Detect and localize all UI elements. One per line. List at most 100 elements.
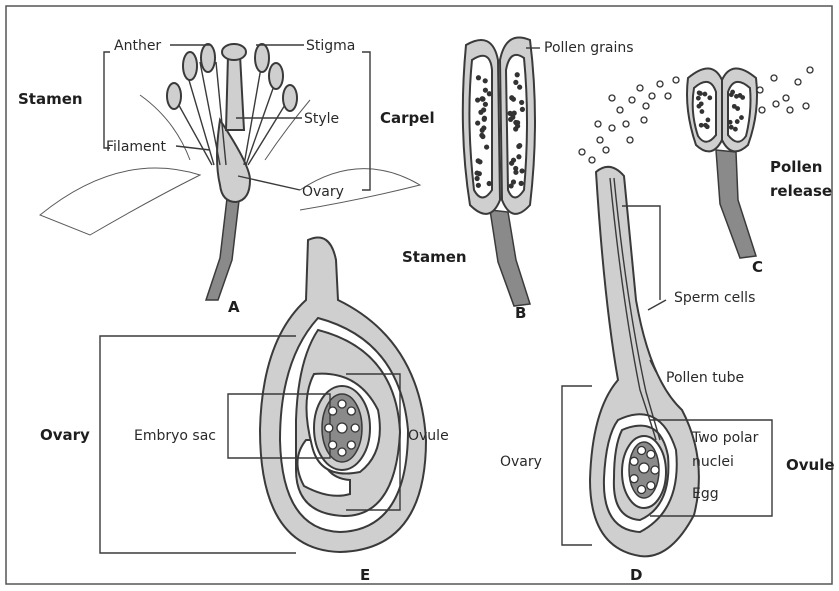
released-pollen-grain xyxy=(609,125,615,131)
embryo-sac-nuclei-e xyxy=(325,400,359,456)
label-ovule-e: Ovule xyxy=(408,428,449,444)
nucleus xyxy=(647,482,655,490)
pollen-grain xyxy=(478,110,483,115)
pollen-grain xyxy=(513,80,518,85)
pollen-grain xyxy=(699,101,704,106)
polar-nuclei xyxy=(639,463,649,473)
pollen-grain xyxy=(697,90,702,95)
pollen-grain xyxy=(483,88,488,93)
pollen-grain xyxy=(735,119,740,124)
label-stamen-b: Stamen xyxy=(402,248,467,266)
label-style: Style xyxy=(304,111,339,127)
pollen-grain xyxy=(515,72,520,77)
pollen-grain xyxy=(700,109,705,114)
released-pollen-grain xyxy=(803,103,809,109)
pollen-grain xyxy=(475,176,480,181)
released-pollen-grain xyxy=(783,95,789,101)
pollen-grain xyxy=(519,181,524,186)
released-pollen-grain xyxy=(771,75,777,81)
nucleus xyxy=(638,485,646,493)
label-stigma: Stigma xyxy=(306,38,355,54)
pollen-grain xyxy=(480,97,485,102)
released-pollen-grain xyxy=(597,137,603,143)
released-pollen-grain xyxy=(595,121,601,127)
label-embryo-sac: Embryo sac xyxy=(134,428,216,444)
pollen-grain xyxy=(729,125,734,130)
nucleus xyxy=(338,448,346,456)
pollen-grain xyxy=(482,116,487,121)
label-sperm-cells: Sperm cells xyxy=(674,290,755,306)
pollen-grain xyxy=(477,171,482,176)
released-pollen-grain xyxy=(589,157,595,163)
label-egg: Egg xyxy=(692,486,719,502)
label-nuclei: nuclei xyxy=(692,454,734,470)
label-two-polar: Two polar xyxy=(691,430,759,446)
pollen-grain xyxy=(734,94,739,99)
pollen-grain xyxy=(729,92,734,97)
pollen-grain xyxy=(519,100,524,105)
pollen-grain xyxy=(520,107,525,112)
pollen-grain xyxy=(516,154,521,159)
pollen-grain xyxy=(487,181,492,186)
pollen-grain xyxy=(507,111,512,116)
released-pollen-grain xyxy=(641,117,647,123)
panel-letter-b: B xyxy=(515,304,526,322)
pollen-grain xyxy=(475,97,480,102)
panel-letter-d: D xyxy=(630,566,642,584)
released-pollen-grain xyxy=(759,107,765,113)
panel-letter-a: A xyxy=(228,298,240,316)
nucleus xyxy=(630,475,638,483)
label-stamen-a: Stamen xyxy=(18,90,83,108)
pollen-grain xyxy=(481,125,486,130)
nucleus xyxy=(329,407,337,415)
pollen-grain xyxy=(699,123,704,128)
label-carpel: Carpel xyxy=(380,109,435,127)
released-pollen-grain xyxy=(627,137,633,143)
label-pollen: Pollen xyxy=(770,158,822,176)
pollen-grain xyxy=(487,91,492,96)
released-pollen-grain xyxy=(673,77,679,83)
label-pollen-grains: Pollen grains xyxy=(544,40,634,56)
pollen-grain xyxy=(703,92,708,97)
released-pollen-grain xyxy=(787,107,793,113)
label-filament: Filament xyxy=(106,139,167,155)
nucleus xyxy=(647,450,655,458)
nucleus xyxy=(329,441,337,449)
pollen-grain xyxy=(509,161,514,166)
released-pollen-grain xyxy=(629,97,635,103)
released-pollen-grain xyxy=(603,147,609,153)
label-anther: Anther xyxy=(114,38,161,54)
nucleus xyxy=(347,441,355,449)
central-nucleus xyxy=(337,423,347,433)
pollen-grain xyxy=(517,143,522,148)
pollen-grain xyxy=(707,95,712,100)
released-pollen-grain xyxy=(637,85,643,91)
pollen-grain xyxy=(703,123,708,128)
released-pollen-grain xyxy=(665,93,671,99)
label-ovary-e: Ovary xyxy=(40,426,90,444)
released-pollen-grain xyxy=(795,79,801,85)
released-pollen-grain xyxy=(609,95,615,101)
panel-letter-c: C xyxy=(752,258,763,276)
pollen-grain xyxy=(509,183,514,188)
released-pollen-grain xyxy=(773,101,779,107)
pollen-grain xyxy=(476,158,481,163)
pollen-grain xyxy=(696,96,701,101)
pollen-grain xyxy=(728,120,733,125)
panel-letter-e: E xyxy=(360,566,370,584)
released-pollen-grain xyxy=(657,81,663,87)
pollen-grain xyxy=(476,75,481,80)
pollen-grain xyxy=(515,123,520,128)
released-pollen-grain xyxy=(807,67,813,73)
released-pollen-grain xyxy=(579,149,585,155)
nucleus xyxy=(630,457,638,465)
label-ovary-d: Ovary xyxy=(500,454,542,470)
pollen-grain xyxy=(511,97,516,102)
pollen-grain xyxy=(483,102,488,107)
pollen-grain xyxy=(739,115,744,120)
pollen-grain xyxy=(705,118,710,123)
released-pollen-grain xyxy=(617,107,623,113)
nucleus xyxy=(651,466,659,474)
label-pollen-tube: Pollen tube xyxy=(666,370,744,386)
